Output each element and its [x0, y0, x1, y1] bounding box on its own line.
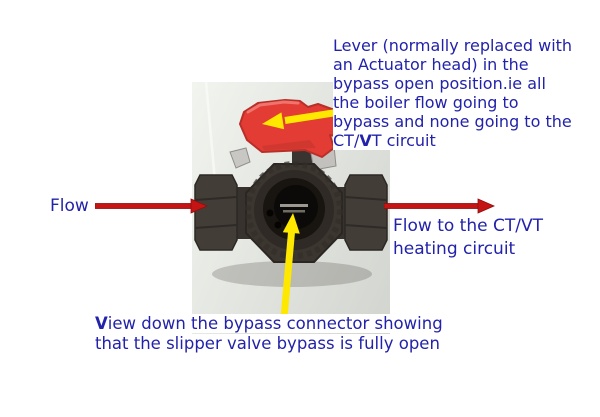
left-nut-facets: [194, 196, 238, 229]
bypass-pointer-arrow-icon: [280, 213, 300, 319]
flow-label: Flow: [50, 196, 89, 216]
valve-shadow: [212, 261, 372, 287]
bore-hole-1: [266, 209, 274, 217]
knurled-ring: [245, 161, 343, 259]
lever-annotation-line: an Actuator head) in the: [333, 55, 529, 74]
flow-to-ctvt-label: Flow to the CT/VT heating circuit: [393, 215, 543, 261]
lever-annotation-line: Lever (normally replaced with: [333, 36, 573, 55]
lever-annotation-line: the boiler flow going to: [333, 93, 519, 112]
valve-illustration: [194, 81, 388, 287]
lever-annotation-line: bypass and none going to the: [333, 112, 572, 131]
bypass-annotation: View down the bypass connector showing t…: [95, 314, 443, 354]
right-nut-facets: [344, 196, 388, 229]
right-hex-nut: [344, 174, 388, 251]
lever-annotation: Lever (normally replaced with an Actuato…: [333, 36, 600, 150]
flow-to-ctvt-line2: heating circuit: [393, 239, 516, 259]
flow-to-ctvt-line1: Flow to the CT/VT: [393, 216, 543, 236]
lever-annotation-line: CT/VT circuit: [333, 131, 436, 150]
left-chrome-bolt-icon: [229, 147, 251, 169]
left-flow-arrow-icon: [95, 198, 208, 214]
lever-shading: [262, 140, 316, 150]
lever-annotation-line: bypass open position.ie all: [333, 74, 546, 93]
lever-highlight: [246, 100, 300, 114]
wall-corner-line: [204, 81, 218, 193]
right-flow-arrow-icon: [384, 198, 495, 214]
bypass-annotation-line2: that the slipper valve bypass is fully o…: [95, 334, 440, 353]
bore-hole-2: [274, 221, 282, 229]
slipper-valve-edge: [280, 204, 308, 207]
bypass-annotation-line1: View down the bypass connector showing: [95, 314, 443, 333]
slipper-valve-edge2: [283, 210, 305, 213]
